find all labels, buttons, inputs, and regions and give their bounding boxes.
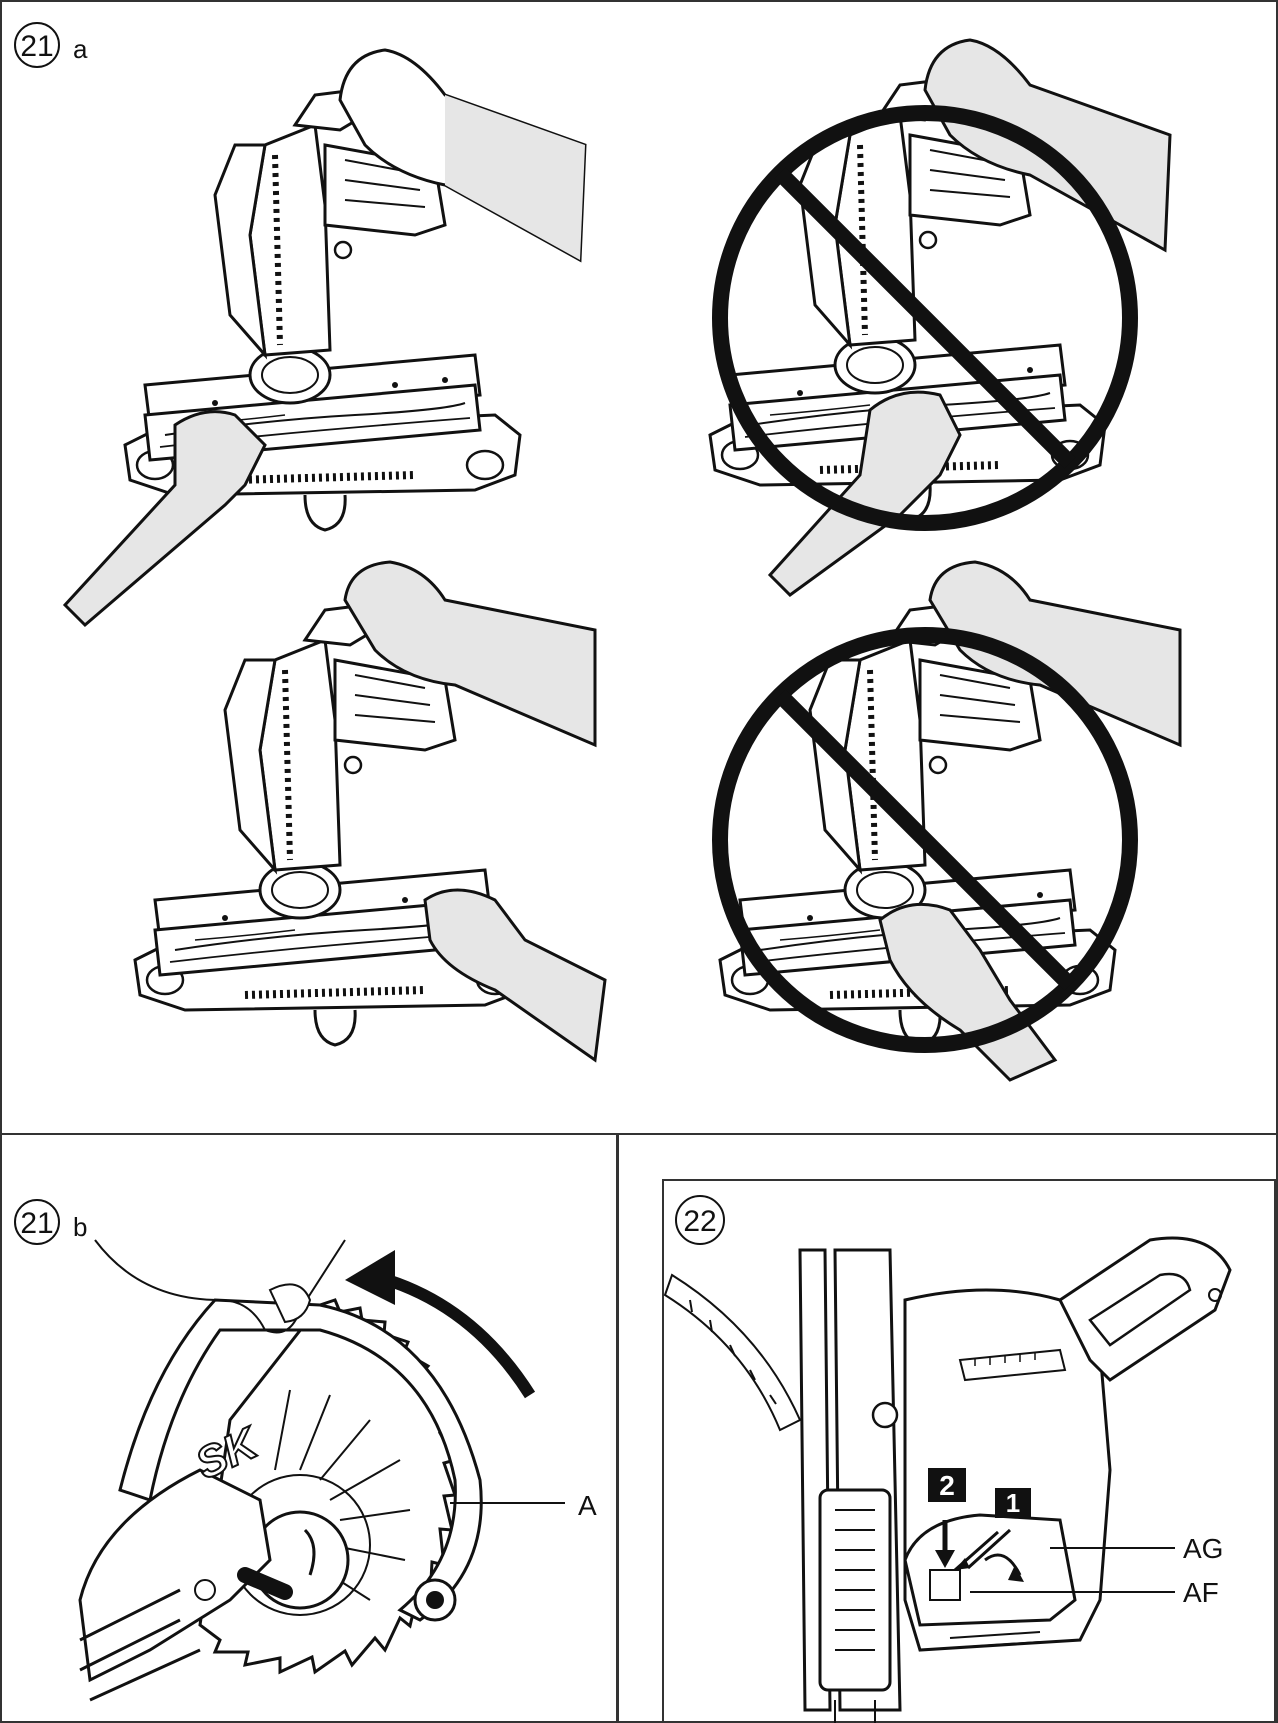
saw-correct-1 [62,48,587,628]
step-1-badge: 1 [995,1488,1031,1518]
step-2-number: 2 [939,1470,955,1501]
figure-22-label: 22 [675,1195,725,1245]
saw-wrong-2 [720,560,1182,1082]
figure-21b-label: 21 b [14,1199,87,1245]
callout-ag: AG [1183,1533,1223,1564]
panel-22 [662,1179,1276,1723]
figure-21b-sub: b [73,1212,87,1242]
figure-22-number: 22 [683,1205,716,1238]
figure-21a-label: 21 a [14,22,88,68]
figure-21a-sub: a [73,34,88,64]
saw-correct-2 [135,560,607,1063]
figure-21a-number: 21 [20,30,53,63]
step-2-badge: 2 [928,1468,966,1502]
saw-wrong-1 [710,38,1172,597]
figure-21b-number: 21 [20,1207,53,1240]
callout-a: A [578,1490,597,1521]
bevel-lock-drawing [663,1236,1232,1723]
blade-closeup-drawing: SK [78,1239,536,1702]
callout-af: AF [1183,1577,1219,1608]
step-1-number: 1 [1006,1488,1020,1518]
